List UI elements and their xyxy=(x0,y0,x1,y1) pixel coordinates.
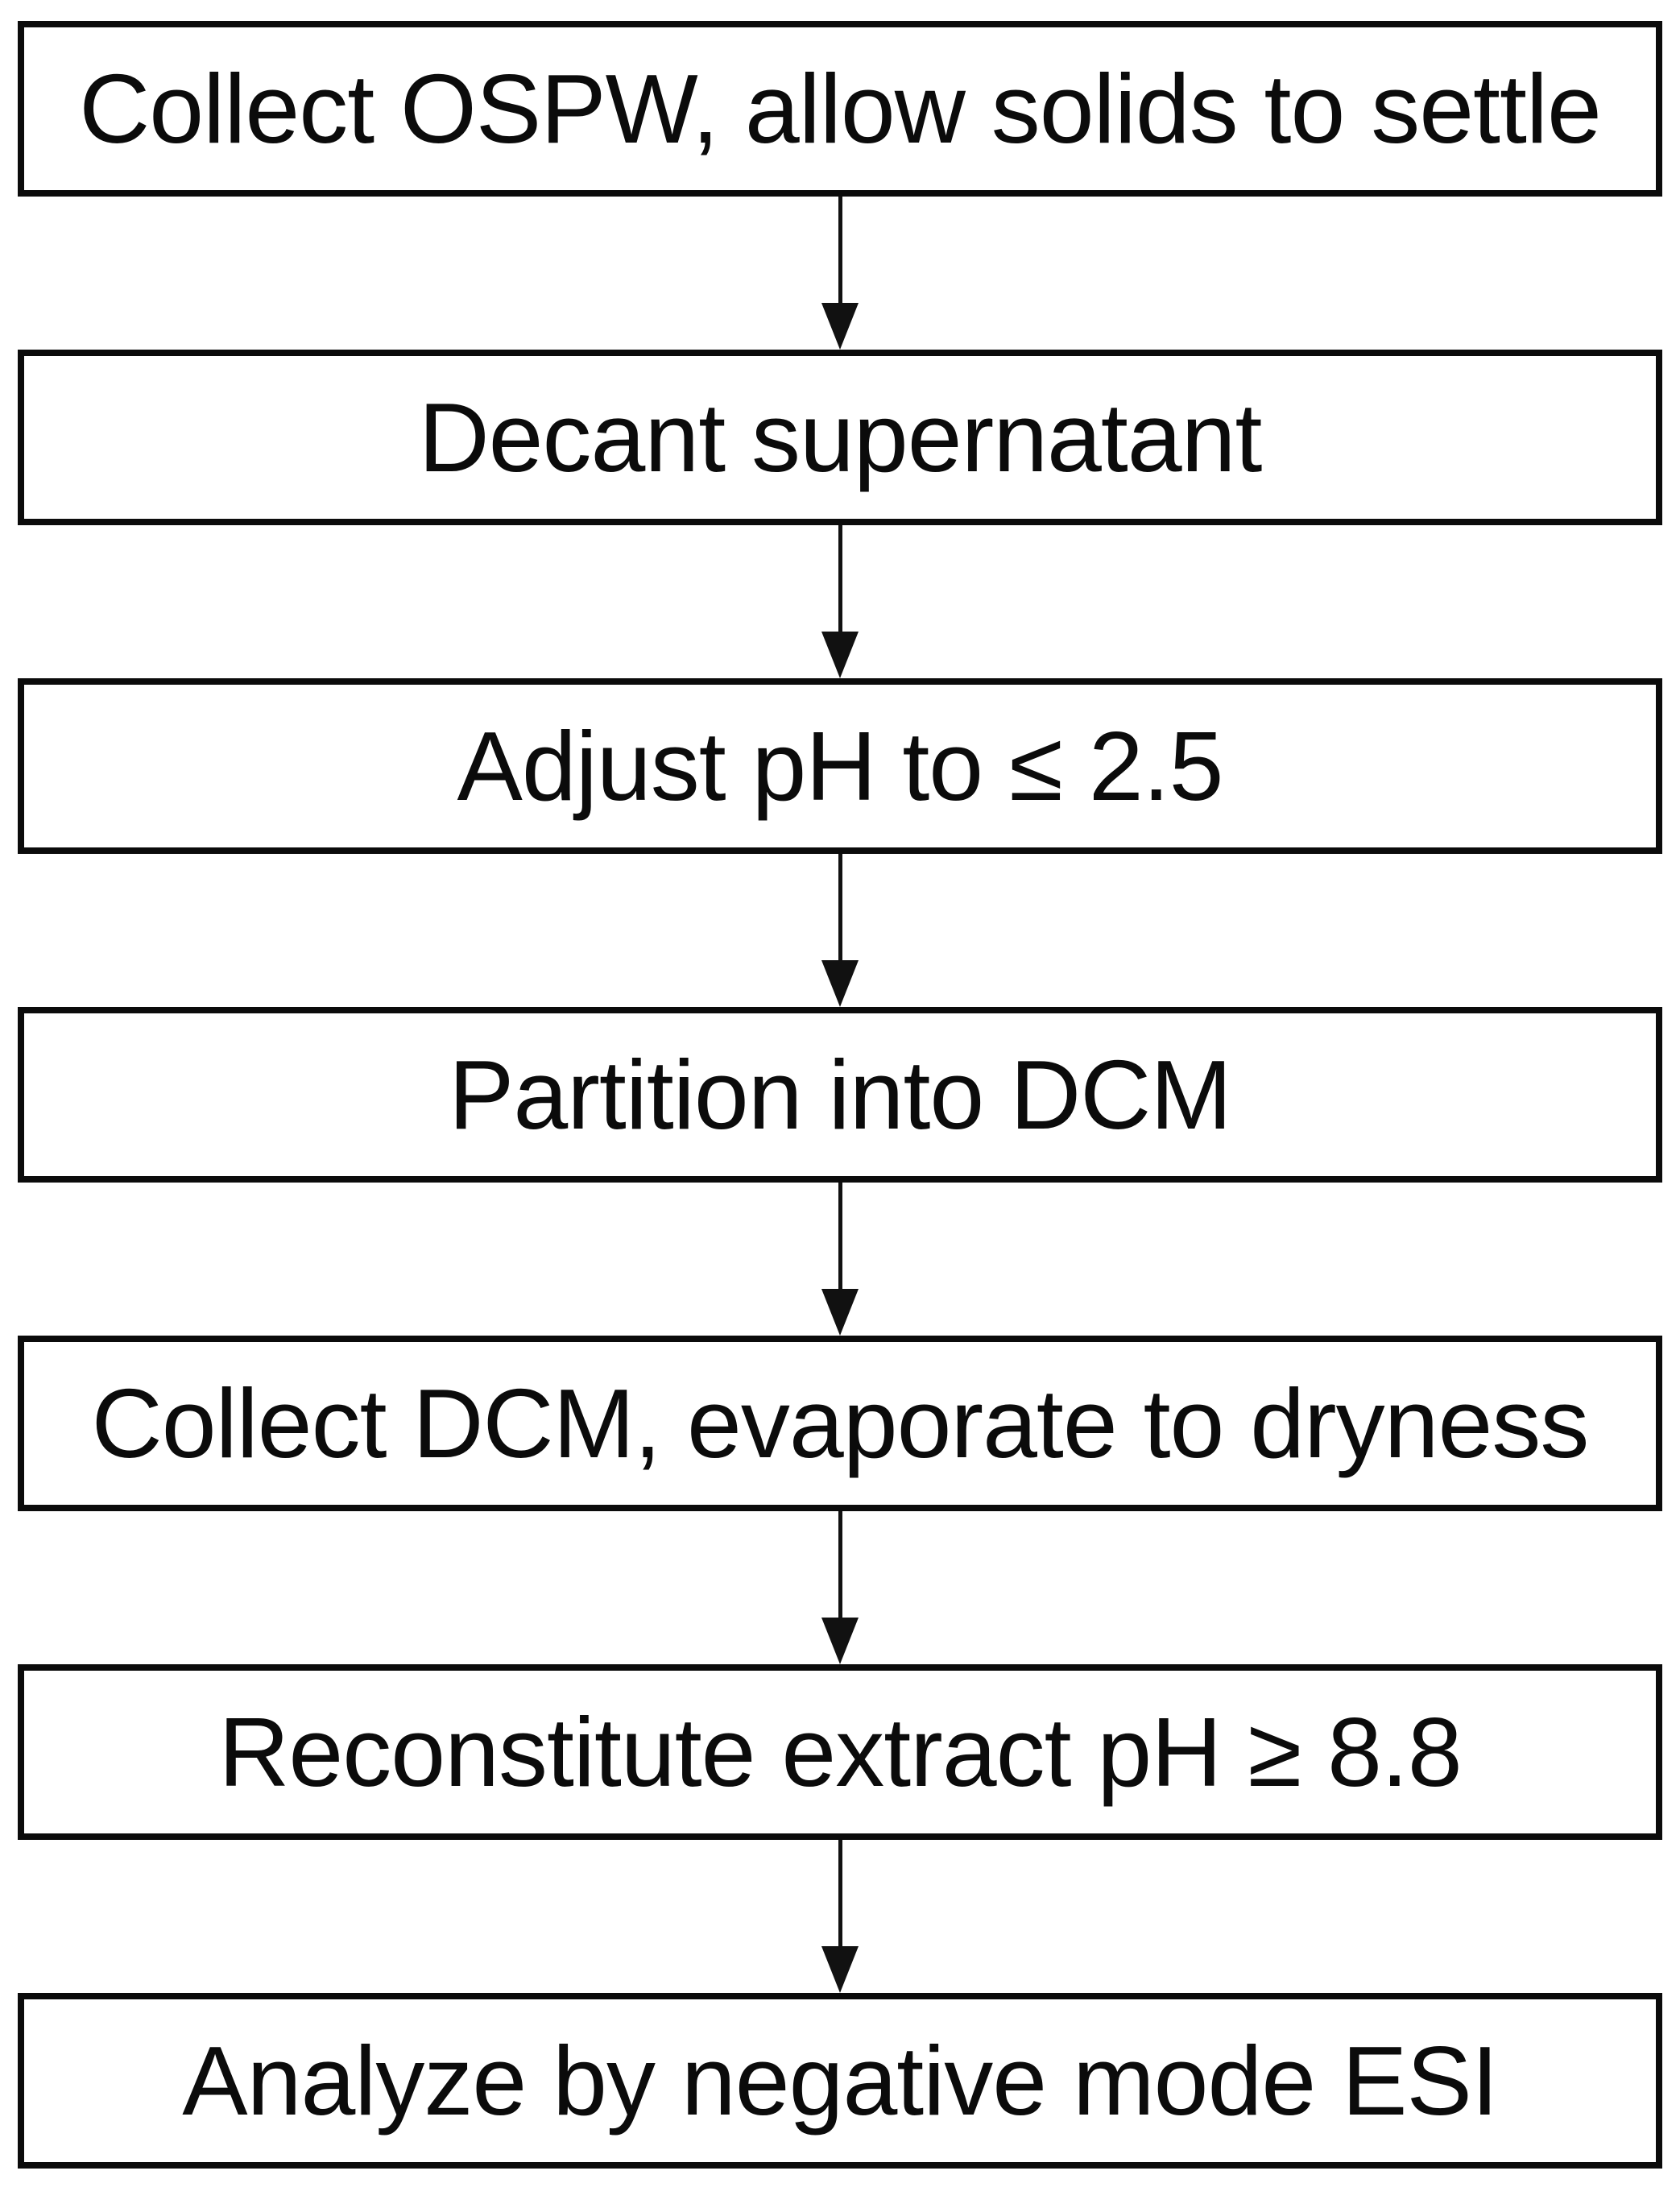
flow-step-adjust-ph: Adjust pH to ≤ 2.5 xyxy=(18,678,1662,854)
arrow-head-icon xyxy=(821,1946,859,1993)
flow-step-collect-ospw: Collect OSPW, allow solids to settle xyxy=(18,21,1662,197)
arrow-line xyxy=(838,854,842,961)
flow-step-label: Collect DCM, evaporate to dryness xyxy=(91,1369,1590,1478)
flow-step-label: Reconstitute extract pH ≥ 8.8 xyxy=(218,1697,1462,1807)
flow-step-label: Collect OSPW, allow solids to settle xyxy=(79,54,1602,164)
down-arrow-connector xyxy=(820,1183,860,1336)
flow-step-reconstitute-extract: Reconstitute extract pH ≥ 8.8 xyxy=(18,1664,1662,1840)
flow-step-collect-dcm-evaporate: Collect DCM, evaporate to dryness xyxy=(18,1336,1662,1511)
arrow-head-icon xyxy=(821,1618,859,1664)
down-arrow-connector xyxy=(820,197,860,350)
flow-step-label: Decant supernatant xyxy=(418,383,1263,492)
arrow-head-icon xyxy=(821,1289,859,1336)
flow-step-partition-dcm: Partition into DCM xyxy=(18,1007,1662,1183)
arrow-head-icon xyxy=(821,960,859,1007)
flow-step-analyze-esi: Analyze by negative mode ESI xyxy=(18,1993,1662,2169)
down-arrow-connector xyxy=(820,525,860,678)
flow-step-label: Adjust pH to ≤ 2.5 xyxy=(457,711,1224,821)
flow-step-label: Partition into DCM xyxy=(449,1040,1232,1150)
arrow-line xyxy=(838,197,842,304)
arrow-head-icon xyxy=(821,303,859,350)
flow-step-label: Analyze by negative mode ESI xyxy=(182,2026,1499,2136)
arrow-line xyxy=(838,525,842,632)
arrow-line xyxy=(838,1183,842,1290)
flow-step-decant-supernatant: Decant supernatant xyxy=(18,350,1662,525)
arrow-head-icon xyxy=(821,632,859,678)
arrow-line xyxy=(838,1511,842,1618)
down-arrow-connector xyxy=(820,1840,860,1993)
down-arrow-connector xyxy=(820,1511,860,1664)
down-arrow-connector xyxy=(820,854,860,1007)
arrow-line xyxy=(838,1840,842,1947)
